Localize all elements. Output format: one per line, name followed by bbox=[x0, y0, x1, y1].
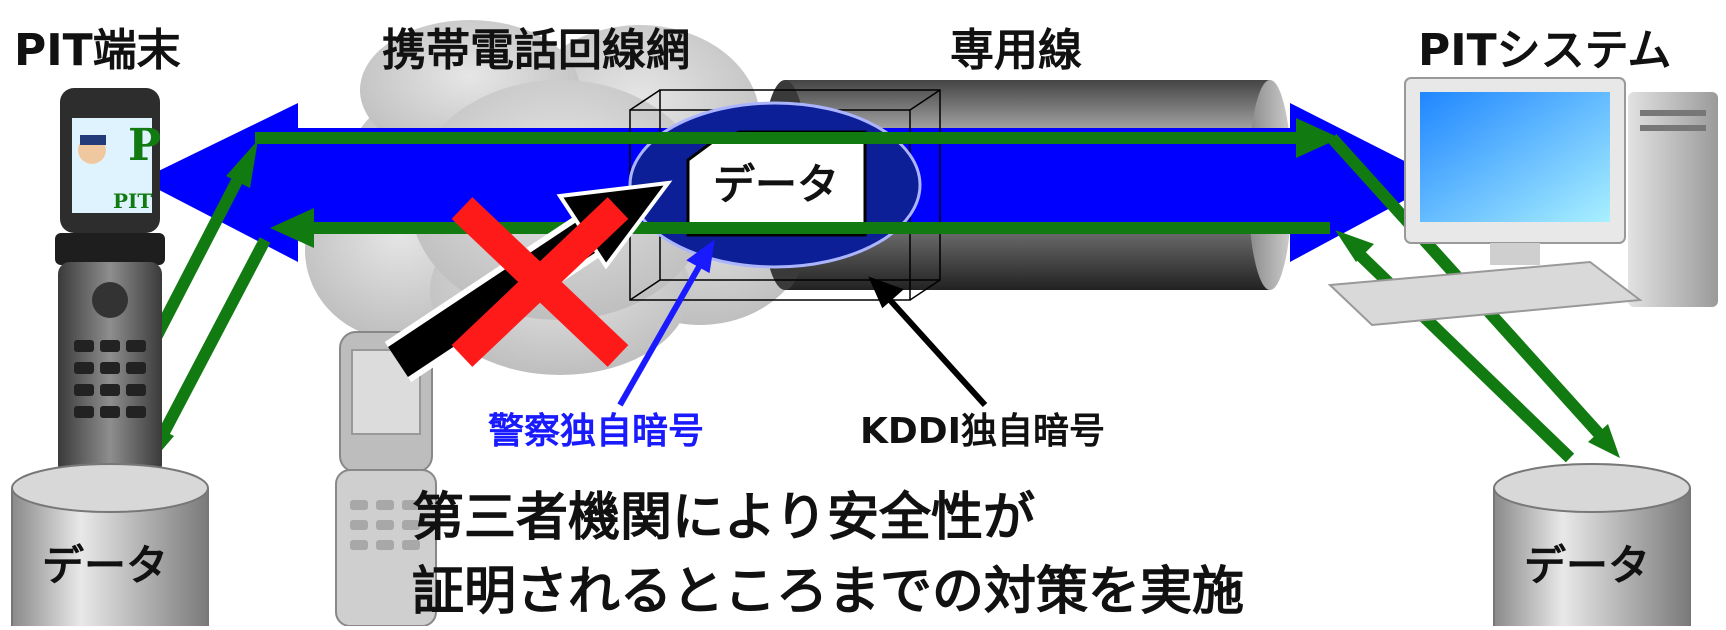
left-database-label: データ bbox=[42, 541, 169, 590]
kddi-encryption-label: KDDI独自暗号 bbox=[860, 411, 1106, 452]
right-database-label: データ bbox=[1524, 541, 1651, 590]
dedicated-line-label: 専用線 bbox=[950, 25, 1082, 76]
phone-screen-logo: PIT bbox=[113, 189, 152, 213]
kddi-encryption-pointer bbox=[868, 276, 988, 408]
data-packet-label: データ bbox=[713, 160, 839, 209]
database-cylinder-icon bbox=[1493, 463, 1691, 626]
statement-line-2: 証明されるところまでの対策を実施 bbox=[412, 562, 1245, 622]
pit-terminal-phone-icon: P PIT bbox=[55, 88, 165, 477]
database-cylinder-icon bbox=[11, 463, 209, 626]
pit-system-label: PITシステム bbox=[1418, 25, 1672, 76]
block-cross-icon bbox=[451, 197, 629, 367]
cellular-network-label: 携帯電話回線網 bbox=[382, 25, 690, 76]
statement-line-1: 第三者機関により安全性が bbox=[412, 488, 1035, 548]
phone-screen-logo-letter: P bbox=[128, 120, 161, 171]
desktop-computer-icon bbox=[1327, 77, 1718, 327]
pit-terminal-label: PIT端末 bbox=[14, 25, 181, 76]
police-encryption-pointer bbox=[617, 239, 715, 407]
police-encryption-label: 警察独自暗号 bbox=[488, 411, 705, 452]
